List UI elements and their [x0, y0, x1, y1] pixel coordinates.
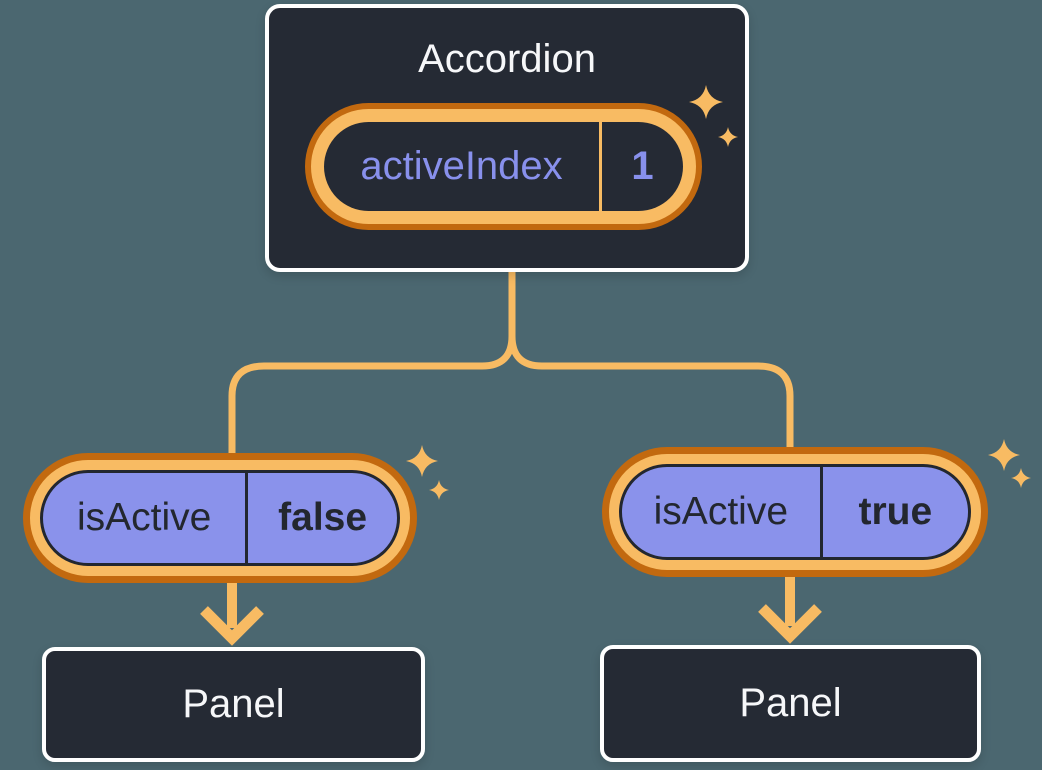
sparkle-icon: [429, 480, 449, 500]
state-pill-inner: activeIndex 1: [324, 122, 683, 211]
sparkle-icon: [406, 445, 438, 477]
prop-pill-left: isActive false: [23, 453, 417, 583]
state-pill-value: 1: [631, 144, 654, 188]
connector-branch-right: [508, 272, 794, 449]
state-pill: activeIndex 1: [305, 103, 702, 230]
arrow-down-icon: [200, 581, 264, 646]
panel-left-title: Panel: [182, 682, 285, 726]
prop-pill-left-divider: [245, 473, 249, 563]
panel-component-box-right: Panel: [600, 645, 981, 762]
accordion-title: Accordion: [418, 37, 596, 81]
prop-pill-right-inner: isActive true: [619, 464, 971, 560]
prop-pill-right-label: isActive: [653, 490, 789, 533]
prop-pill-right-value: true: [858, 490, 933, 533]
prop-pill-right-divider: [819, 467, 823, 557]
state-pill-label: activeIndex: [360, 144, 563, 188]
prop-pill-right: isActive true: [602, 447, 988, 577]
arrow-down-icon: [758, 575, 822, 644]
prop-pill-left-label: isActive: [76, 496, 212, 539]
prop-pill-left-inner: isActive false: [40, 470, 400, 566]
panel-right-title: Panel: [739, 681, 842, 725]
connector-branch-left: [228, 272, 516, 454]
sparkle-icon: [1011, 468, 1031, 488]
sparkle-icon: [988, 439, 1020, 471]
prop-pill-left-value: false: [278, 496, 368, 539]
panel-component-box-left: Panel: [42, 647, 425, 762]
state-pill-divider: [599, 122, 602, 211]
